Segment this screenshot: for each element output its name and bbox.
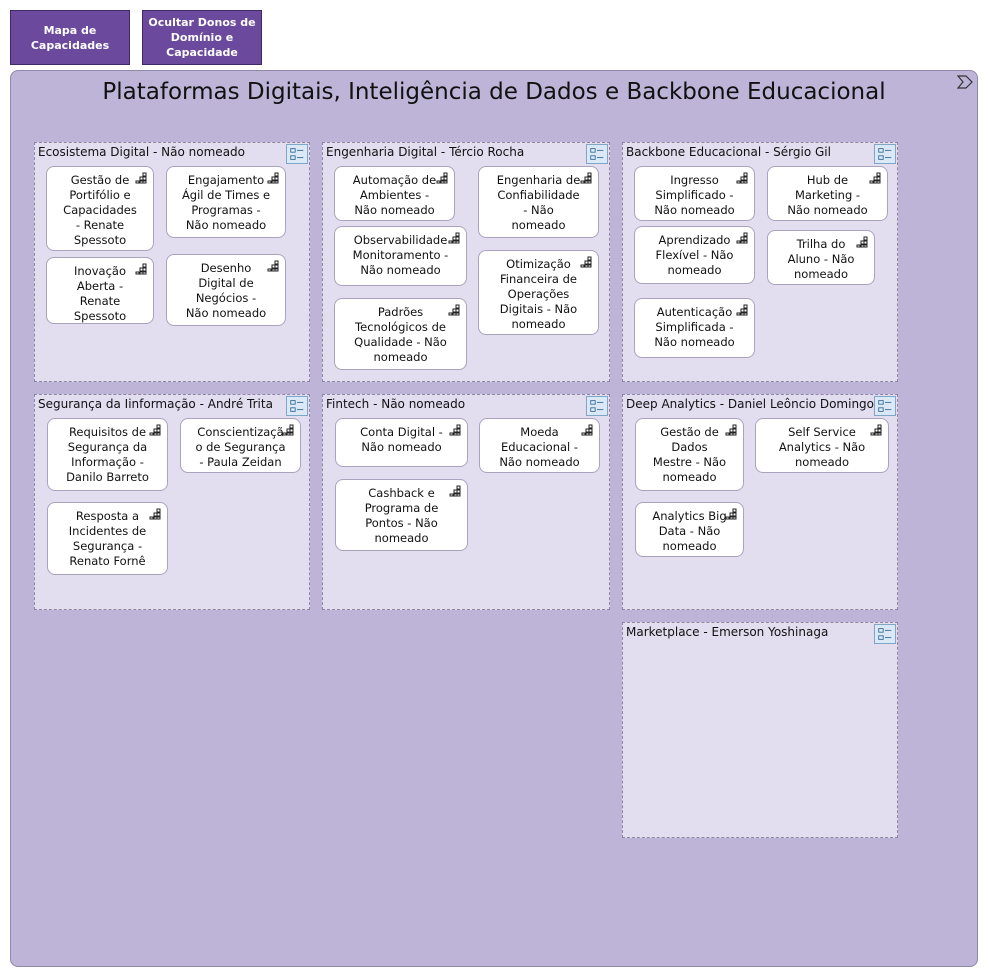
domain-deep-analytics[interactable]: Deep Analytics - Daniel Leôncio Domingos… xyxy=(622,394,898,610)
capability-label: Padrões Tecnológicos de Qualidade - Não … xyxy=(354,305,447,364)
capability-hierarchy-icon xyxy=(448,304,460,316)
capability-hierarchy-icon xyxy=(449,424,461,436)
capability-card[interactable]: Moeda Educacional - Não nomeado xyxy=(479,418,600,473)
capability-card[interactable]: Padrões Tecnológicos de Qualidade - Não … xyxy=(334,298,467,370)
domain-seguranca-informacao[interactable]: Segurança da Iinformação - André Trita R… xyxy=(34,394,310,610)
capability-card[interactable]: Resposta a Incidentes de Segurança - Ren… xyxy=(47,502,168,575)
capability-card[interactable]: Conscientizaçã o de Segurança - Paula Ze… xyxy=(180,418,301,473)
capability-card[interactable]: Autenticação Simplificada - Não nomeado xyxy=(634,298,755,358)
domain-backbone-educacional[interactable]: Backbone Educacional - Sérgio Gil Ingres… xyxy=(622,142,898,382)
chevron-right-icon[interactable] xyxy=(957,75,973,89)
capability-card[interactable]: Self Service Analytics - Não nomeado xyxy=(755,418,889,473)
capability-hierarchy-icon xyxy=(580,256,592,268)
domain-detail-icon[interactable] xyxy=(874,144,896,164)
capability-label: Aprendizado Flexível - Não nomeado xyxy=(655,233,734,277)
domain-detail-icon[interactable] xyxy=(586,396,608,416)
capability-label: Conta Digital - Não nomeado xyxy=(360,425,443,454)
capability-card[interactable]: Automação de Ambientes - Não nomeado xyxy=(334,166,455,221)
capability-label: Desenho Digital de Negócios - Não nomead… xyxy=(185,261,267,320)
hide-owners-button[interactable]: Ocultar Donos de Domínio e Capacidade xyxy=(142,10,262,65)
capability-hierarchy-icon xyxy=(135,263,147,275)
capability-label: Self Service Analytics - Não nomeado xyxy=(778,425,866,469)
capability-card[interactable]: Desenho Digital de Negócios - Não nomead… xyxy=(166,254,286,326)
capability-hierarchy-icon xyxy=(282,424,294,436)
capability-label: Gestão de Portifólio e Capacidades - Ren… xyxy=(63,173,137,247)
capability-label: Requisitos de Segurança da Informação - … xyxy=(66,425,149,484)
capability-hierarchy-icon xyxy=(725,508,737,520)
capability-card[interactable]: Otimização Financeira de Operações Digit… xyxy=(478,250,599,335)
capability-label: Ingresso Simplificado - Não nomeado xyxy=(654,173,735,217)
domain-title: Marketplace - Emerson Yoshinaga xyxy=(626,625,829,639)
capability-card[interactable]: Gestão de Dados Mestre - Não nomeado xyxy=(635,418,744,491)
domain-title: Fintech - Não nomeado xyxy=(326,397,466,411)
capability-card[interactable]: Engajamento Ágil de Times e Programas - … xyxy=(166,166,286,238)
capability-hierarchy-icon xyxy=(856,236,868,248)
domain-detail-icon[interactable] xyxy=(586,144,608,164)
capability-card[interactable]: Analytics Big Data - Não nomeado xyxy=(635,502,744,557)
capability-label: Conscientizaçã o de Segurança - Paula Ze… xyxy=(195,425,286,469)
domain-title: Engenharia Digital - Tércio Rocha xyxy=(326,145,525,159)
domain-fintech[interactable]: Fintech - Não nomeado Conta Digital - Nã… xyxy=(322,394,610,610)
domain-detail-icon[interactable] xyxy=(874,396,896,416)
domain-title: Backbone Educacional - Sérgio Gil xyxy=(626,145,831,159)
capability-hierarchy-icon xyxy=(267,172,279,184)
capability-card[interactable]: Aprendizado Flexível - Não nomeado xyxy=(634,226,755,284)
capability-hierarchy-icon xyxy=(870,424,882,436)
capability-card[interactable]: Requisitos de Segurança da Informação - … xyxy=(47,418,168,491)
capability-hierarchy-icon xyxy=(725,424,737,436)
capability-card[interactable]: Engenharia de Confiabilidade - Não nomea… xyxy=(478,166,599,238)
capability-hierarchy-icon xyxy=(436,172,448,184)
capability-card[interactable]: Conta Digital - Não nomeado xyxy=(335,418,468,467)
capability-hierarchy-icon xyxy=(736,172,748,184)
capability-hierarchy-icon xyxy=(736,304,748,316)
capability-label: Otimização Financeira de Operações Digit… xyxy=(499,257,578,331)
capability-card[interactable]: Gestão de Portifólio e Capacidades - Ren… xyxy=(46,166,154,251)
domain-title: Deep Analytics - Daniel Leôncio Domingos xyxy=(626,397,881,411)
capability-label: Moeda Educacional - Não nomeado xyxy=(499,425,580,469)
capability-hierarchy-icon xyxy=(149,424,161,436)
capability-card[interactable]: Hub de Marketing - Não nomeado xyxy=(767,166,888,221)
domain-ecosistema-digital[interactable]: Ecosistema Digital - Não nomeado Gestão … xyxy=(34,142,310,382)
capability-hierarchy-icon xyxy=(580,172,592,184)
capability-label: Resposta a Incidentes de Segurança - Ren… xyxy=(68,509,147,568)
capability-label: Engenharia de Confiabilidade - Não nomea… xyxy=(496,173,581,232)
capability-hierarchy-icon xyxy=(135,172,147,184)
capability-label: Analytics Big Data - Não nomeado xyxy=(652,509,727,553)
frame-title: Plataformas Digitais, Inteligência de Da… xyxy=(102,79,886,105)
capability-label: Engajamento Ágil de Times e Programas - … xyxy=(181,173,271,232)
domain-detail-icon[interactable] xyxy=(286,144,308,164)
domain-engenharia-digital[interactable]: Engenharia Digital - Tércio Rocha Automa… xyxy=(322,142,610,382)
capability-hierarchy-icon xyxy=(448,232,460,244)
domain-detail-icon[interactable] xyxy=(286,396,308,416)
capability-card[interactable]: Inovação Aberta - Renate Spessoto xyxy=(46,257,154,324)
capability-label: Trilha do Aluno - Não nomeado xyxy=(787,237,855,281)
capability-label: Automação de Ambientes - Não nomeado xyxy=(352,173,437,217)
capability-card[interactable]: Cashback e Programa de Pontos - Não nome… xyxy=(335,479,468,551)
domain-title: Segurança da Iinformação - André Trita xyxy=(38,397,273,411)
capability-hierarchy-icon xyxy=(449,485,461,497)
domain-title: Ecosistema Digital - Não nomeado xyxy=(38,145,245,159)
capability-label: Hub de Marketing - Não nomeado xyxy=(787,173,868,217)
domain-detail-icon[interactable] xyxy=(874,624,896,644)
capability-label: Gestão de Dados Mestre - Não nomeado xyxy=(652,425,727,484)
capability-card[interactable]: Observabilidade Monitoramento - Não nome… xyxy=(334,226,467,286)
capability-hierarchy-icon xyxy=(267,260,279,272)
capability-label: Observabilidade Monitoramento - Não nome… xyxy=(352,233,449,277)
capability-hierarchy-icon xyxy=(581,424,593,436)
capability-card[interactable]: Ingresso Simplificado - Não nomeado xyxy=(634,166,755,221)
capability-label: Autenticação Simplificada - Não nomeado xyxy=(654,305,735,349)
domain-marketplace[interactable]: Marketplace - Emerson Yoshinaga xyxy=(622,622,898,838)
capability-card[interactable]: Trilha do Aluno - Não nomeado xyxy=(767,230,875,285)
capability-hierarchy-icon xyxy=(149,508,161,520)
capability-map-button[interactable]: Mapa de Capacidades xyxy=(10,10,130,65)
capability-label: Cashback e Programa de Pontos - Não nome… xyxy=(364,486,439,545)
capability-hierarchy-icon xyxy=(869,172,881,184)
capability-label: Inovação Aberta - Renate Spessoto xyxy=(73,264,127,323)
capability-hierarchy-icon xyxy=(736,232,748,244)
